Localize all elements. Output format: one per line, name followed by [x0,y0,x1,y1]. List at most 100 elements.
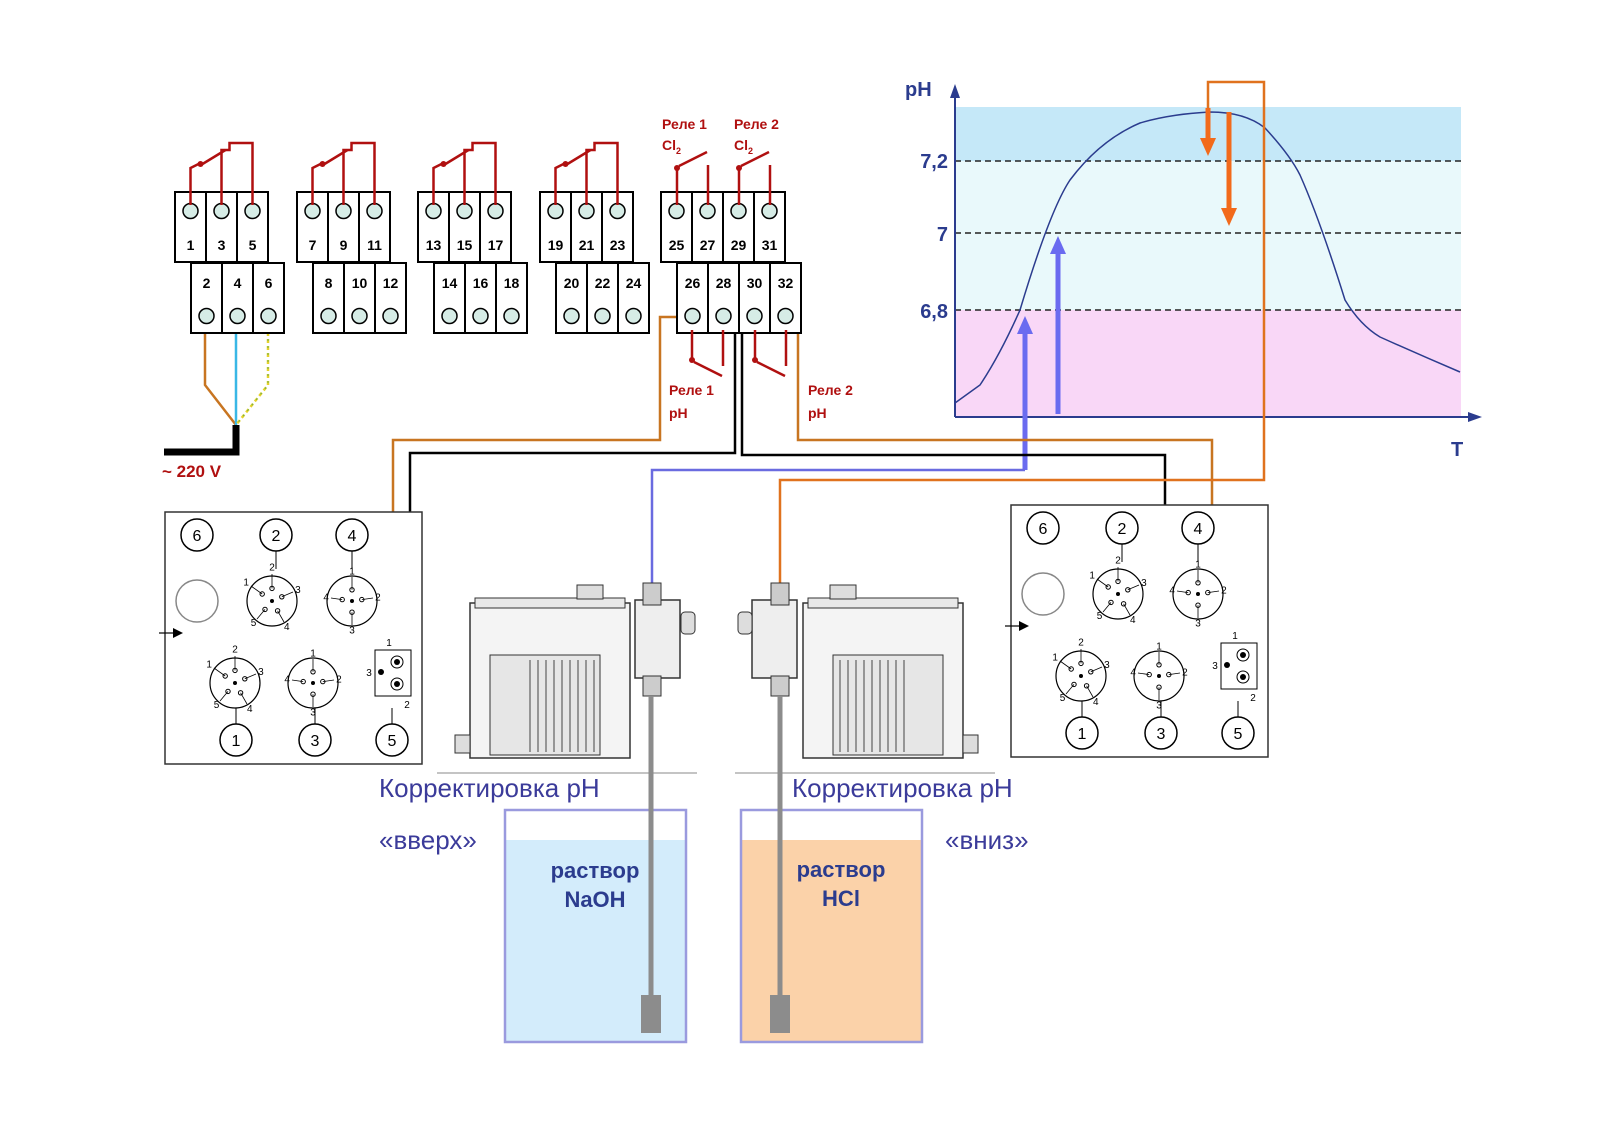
relay1-cl2-subscript: 2 [676,146,681,156]
relay2-ph-sublabel: pH [808,405,827,421]
terminal-screw-top [456,202,473,220]
pin-leader [281,591,294,598]
tick-label-7: 7 [937,224,948,246]
terminal-number: 18 [504,275,520,291]
pin-leader [1176,590,1189,593]
relay2-cl2-subscript: 2 [748,146,753,156]
terminal-screw-top [335,202,352,220]
panel-arrow [173,628,183,638]
valve-pin-core [394,659,400,665]
terminal-screw-bottom [625,307,642,325]
terminal-number: 9 [340,237,348,253]
terminal-number: 24 [626,275,642,291]
connector-center [270,599,274,603]
tank-naoh-foot-valve [641,995,661,1033]
caption-left-direction: «вверх» [379,825,477,855]
zone-normal [955,161,1461,310]
pin-number: 3 [1195,619,1201,630]
terminal-number: 28 [716,275,732,291]
terminal-number: 20 [564,275,580,291]
terminal-number: 7 [309,237,317,253]
pin-number: 2 [404,700,410,711]
terminal-screw-bottom [746,307,763,325]
port-number: 6 [193,528,202,545]
terminal-number: 21 [579,237,595,253]
caption-right-title: Корректировка pH [792,773,1013,803]
terminal-screw-bottom [320,307,337,325]
terminal-number: 26 [685,275,701,291]
x-axis-label: T [1451,439,1463,461]
dosing-wiring-diagram: pH T 7,2 7 6,8 ~ 220 V [159,79,1482,1044]
terminal-screw-bottom [777,307,794,325]
pump-right-gland [962,734,979,754]
relay-ph-point [689,357,695,363]
relay-common [342,141,376,205]
pin-leader [277,610,285,623]
pin-number: 3 [295,585,301,596]
terminal-number: 3 [218,237,226,253]
valve-pin-core [1240,674,1246,680]
tank-naoh-label-line2: NaOH [564,887,625,912]
ph-chart: pH T 7,2 7 6,8 [905,79,1482,470]
tank-naoh: раствор NaOH [503,696,688,1044]
relay1-cl2-chem: Cl [662,137,676,153]
terminal-screw-top [487,202,504,220]
port-number: 4 [1194,521,1203,538]
terminal-screw-bottom [441,307,458,325]
terminal-number: 8 [325,275,333,291]
relay-ph-arm [693,360,723,378]
terminal-screw-bottom [503,307,520,325]
terminal-cell-top [358,191,391,263]
pump-left-fins [529,660,595,752]
relay-contact-point [562,161,569,167]
pin-leader [1207,590,1220,593]
port-number: 3 [1157,726,1166,743]
terminal-number: 31 [762,237,778,253]
terminal-number: 19 [548,237,564,253]
pin-leader [1102,602,1112,613]
pin-number: 3 [1104,660,1110,671]
relay-contact [432,162,443,205]
relay-contact [189,162,200,205]
pin-number: 4 [323,592,329,603]
pin-number: 2 [1182,667,1188,678]
relay-common [220,141,254,205]
terminal-screw-top [213,202,230,220]
down-arrow-2-head [1221,208,1237,226]
pin-leader [1090,666,1103,673]
terminal-screw-bottom [684,307,701,325]
pin-number: 3 [310,708,316,719]
pin-number: 5 [1097,611,1103,622]
pin-leader [330,597,343,600]
pin-leader [256,609,266,620]
pin-number: 5 [214,700,220,711]
pin-number: 2 [232,645,238,656]
pin-number: 3 [1156,701,1162,712]
valve-pin [378,669,384,675]
pump-left-port [642,675,662,697]
terminal-number: 16 [473,275,489,291]
pin-leader [250,585,263,595]
pin-number: 1 [1156,641,1162,652]
pin-leader [240,692,248,705]
pin-leader [1065,684,1075,695]
terminal-screw-top [366,202,383,220]
terminal-screw-top [244,202,261,220]
relay-ph-point [752,357,758,363]
connector-center [311,681,315,685]
tank-hcl-label-line2: HCl [822,886,860,911]
pin-number: 2 [1221,585,1227,596]
y-axis-arrowhead [950,84,960,98]
port-number: 5 [388,733,397,750]
terminal-number: 32 [778,275,794,291]
up-arrow-2-head [1050,236,1066,254]
terminal-cell-bottom [252,262,285,334]
tank-naoh-label-line1: раствор [551,858,640,883]
pump-left-knob [680,611,696,635]
pump-right-head [751,599,798,679]
pin-number: 2 [336,674,342,685]
pin-number: 3 [366,668,372,679]
pin-number: 1 [206,660,212,671]
terminal-screw-bottom [594,307,611,325]
terminal-number: 15 [457,237,473,253]
